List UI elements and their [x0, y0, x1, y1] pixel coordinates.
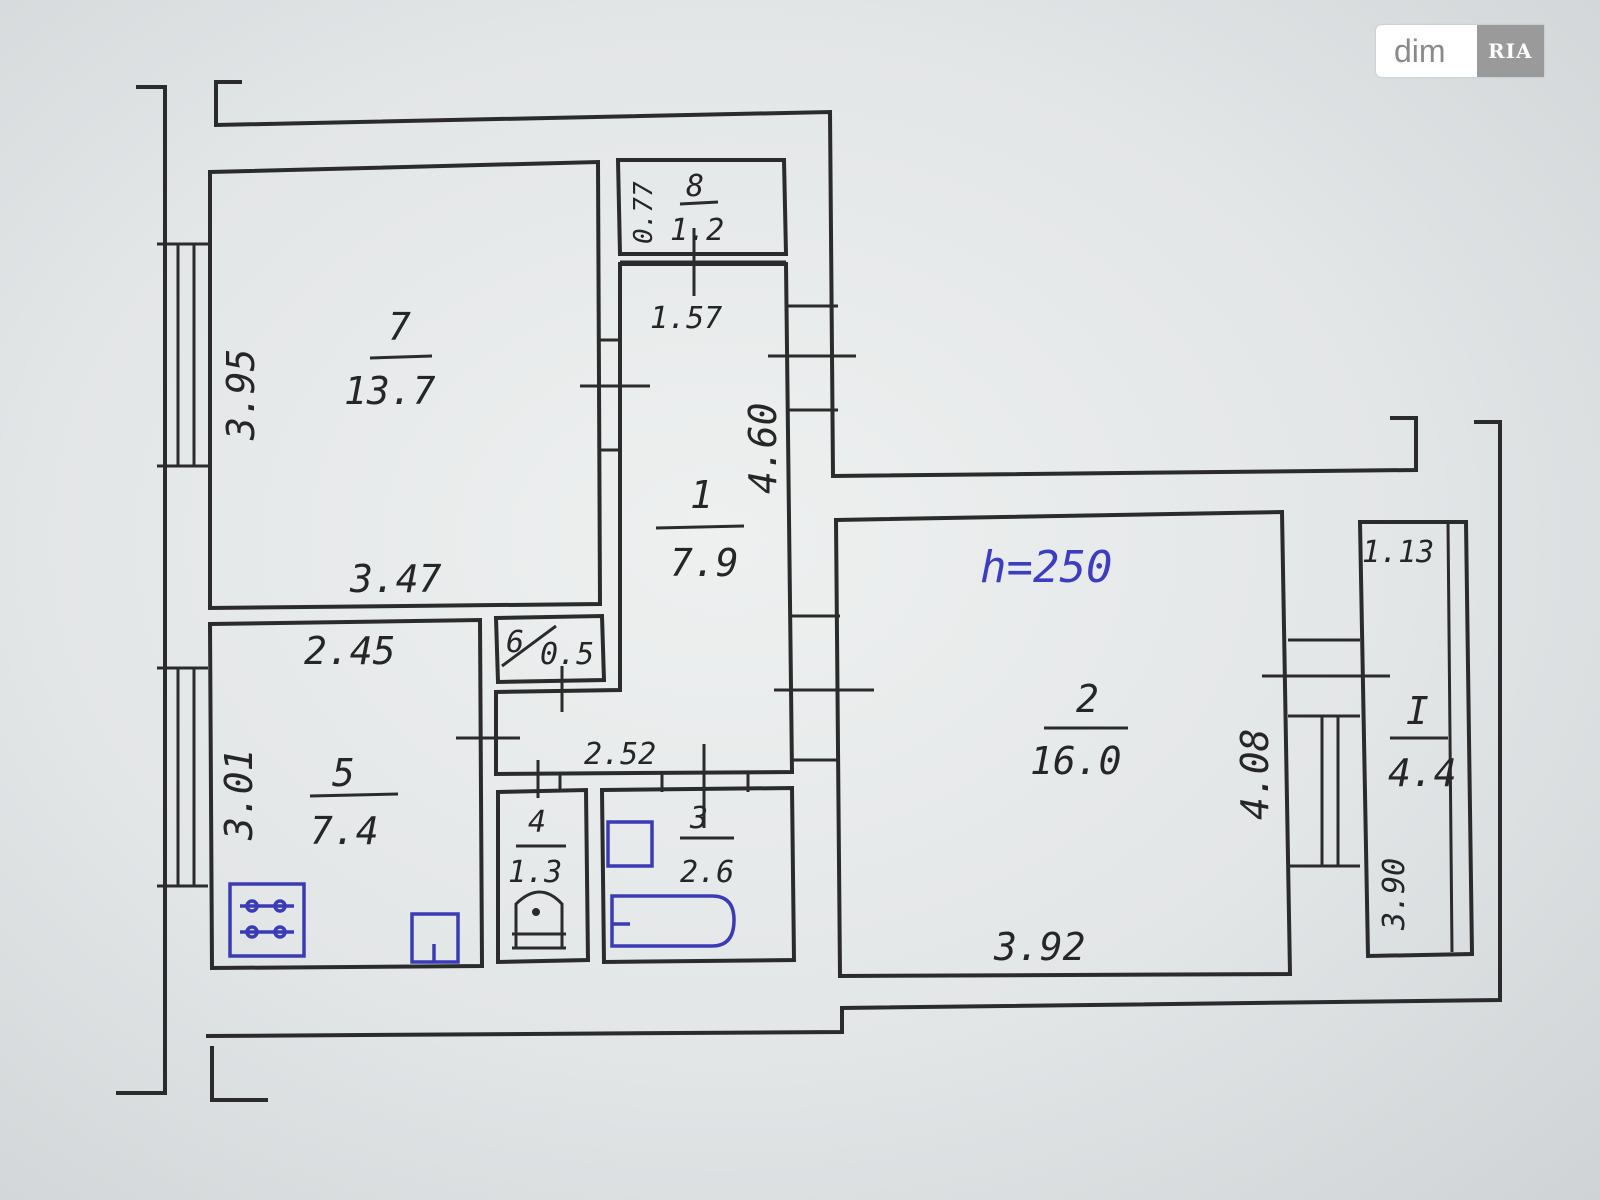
room-I-area: 4.4: [1388, 751, 1457, 795]
room-1-area: 7.9: [670, 541, 739, 585]
toilet-icon: [512, 890, 566, 950]
corridor-length: 4.60: [741, 402, 785, 494]
room-7-outline: [208, 159, 603, 611]
stove-icon: [228, 882, 306, 958]
room-2-width: 3.92: [993, 925, 1086, 969]
room-7-number: 7: [388, 305, 411, 349]
washbasin-icon: [606, 820, 654, 868]
room-2-number: 2: [1076, 677, 1099, 721]
room-8-number: 8: [686, 169, 704, 204]
balcony-width: 1.13: [1362, 535, 1434, 570]
kitchen-width: 2.45: [304, 629, 396, 673]
room-2-area: 16.0: [1030, 739, 1122, 783]
kitchen-height: 3.01: [217, 748, 261, 841]
room-2-outline: [833, 509, 1293, 979]
logo-brand-text: dim: [1394, 32, 1446, 69]
dim-ria-logo[interactable]: dim RIA: [1376, 25, 1544, 77]
room-4-area: 1.3: [508, 855, 562, 890]
ceiling-height: h=250: [980, 542, 1112, 593]
fraction-bars: [309, 200, 1448, 848]
corridor-width: 1.57: [650, 301, 722, 336]
room-7-area: 13.7: [344, 369, 436, 413]
room-8-area: 1.2: [670, 213, 724, 248]
room-5-area: 7.4: [310, 809, 379, 853]
bathtub-icon: [610, 894, 736, 948]
logo-badge: RIA: [1476, 25, 1544, 77]
room-6-area: 0.5: [540, 637, 594, 672]
room-7-width: 3.47: [349, 557, 442, 601]
corridor-outline: [494, 262, 795, 777]
room-5-outline: [207, 617, 485, 971]
room-7-height: 3.95: [219, 348, 263, 441]
outer-walls: [116, 80, 1502, 1102]
sink-icon: [410, 912, 460, 964]
room-4-number: 4: [528, 805, 546, 840]
window-kitchen: [157, 666, 208, 888]
room-6-outline: [493, 613, 607, 685]
room-2-height: 4.08: [1233, 728, 1277, 820]
hall-width: 2.52: [584, 737, 656, 772]
room-3-outline: [558, 774, 797, 965]
window-room7: [157, 242, 208, 468]
room-3-area: 2.6: [680, 855, 734, 890]
balcony-length: 3.90: [1377, 858, 1412, 931]
room-I-number: I: [1406, 689, 1429, 733]
room-3-number: 3: [689, 801, 708, 836]
room-8-depth: 0.77: [629, 181, 659, 244]
room-1-number: 1: [690, 473, 713, 517]
room-6-number: 6: [506, 625, 524, 660]
door-marks: [456, 228, 1390, 828]
room-5-number: 5: [332, 751, 355, 795]
room-4-outline: [496, 787, 591, 965]
room-I-outline: [1357, 520, 1475, 959]
window-room2: [1288, 714, 1360, 868]
